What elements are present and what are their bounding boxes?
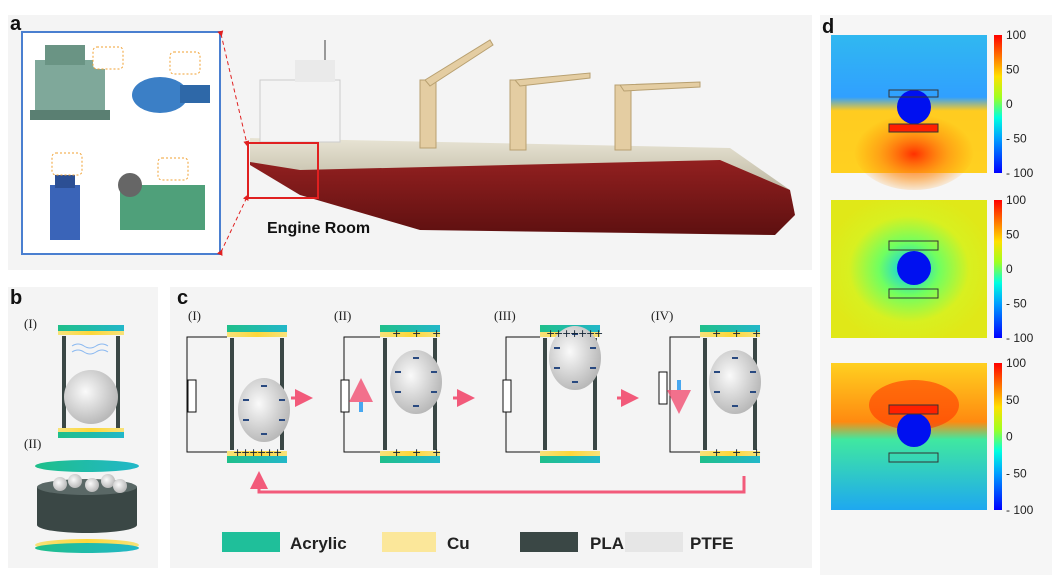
colorbar-tick: 0 [1006,97,1013,111]
svg-text:+: + [392,327,401,340]
svg-text:+: + [273,446,282,459]
svg-text:+: + [257,446,266,459]
panel-d: d 100 50 0 - 50 - 100 100 50 0 - 50 - 100 100 50 0 - … [820,15,1052,575]
legend: Acrylic Cu PLA PTFE [222,532,733,553]
svg-text:+: + [562,327,571,340]
ptfe-ball [709,350,761,414]
svg-text:+: + [241,446,250,459]
colorbar-3: 100 50 0 - 50 - 100 [994,356,1034,517]
legend-swatch-acrylic [222,532,280,552]
colorbar-tick: 100 [1006,356,1026,370]
svg-text:+: + [249,446,258,459]
svg-text:+: + [432,327,441,340]
stage-label: (IV) [651,308,673,323]
resistor-icon [340,379,350,413]
engine-room-highlight [247,142,319,199]
engine-diesel-icon [30,45,110,120]
svg-text:+: + [732,327,741,340]
svg-text:+: + [432,446,441,459]
stage-label: (II) [24,436,41,451]
colorbar-tick: - 50 [1006,132,1027,146]
svg-text:+: + [392,446,401,459]
cell-stage-4: (IV) + + + + + + [617,308,761,463]
colorbar-tick: - 100 [1006,166,1034,180]
colorbar-tick: - 50 [1006,466,1027,480]
cell-stage-1: (I)++++++ [186,308,290,463]
svg-text:+: + [570,327,579,340]
resistor-icon [187,379,197,413]
svg-text:+: + [586,327,595,340]
ptfe-ball [238,378,290,442]
svg-text:+: + [412,327,421,340]
colorbar-tick: 0 [1006,262,1013,276]
panel-a-label: a [10,13,22,35]
potential-map-2 [831,200,987,338]
legend-swatch-cu [382,532,436,552]
stage-label: (I) [24,316,37,331]
legend-swatch-pla [520,532,578,552]
panel-c-label: c [177,287,188,309]
stage-label: (II) [334,308,351,323]
svg-text:+: + [578,327,587,340]
svg-text:+: + [712,446,721,459]
colorbar-tick: 100 [1006,28,1026,42]
pump-icon [50,170,80,240]
svg-text:+: + [265,446,274,459]
colorbar-tick: 50 [1006,63,1020,77]
svg-text:+: + [752,327,761,340]
legend-swatch-ptfe [625,532,683,552]
stage-label: (I) [188,308,201,323]
colorbar-2: 100 50 0 - 50 - 100 [994,193,1034,345]
colorbar-tick: 50 [1006,393,1020,407]
sensor-badges [51,46,201,181]
legend-label: Acrylic [290,534,347,553]
ship-illustration [217,30,795,256]
colorbar-tick: - 100 [1006,503,1034,517]
colorbar-tick: 0 [1006,430,1013,444]
resistor-icon [502,379,512,413]
colorbar-tick: - 100 [1006,331,1034,345]
legend-label: PLA [590,534,624,553]
svg-text:+: + [594,327,603,340]
engine-inset [21,31,221,255]
colorbar-tick: 50 [1006,228,1020,242]
panel-b: b (I) (II) [8,287,158,568]
cell-stage-2: (II) + + + + + + [291,308,442,463]
svg-text:+: + [412,446,421,459]
potential-map-1 [831,35,987,190]
ptfe-ball [549,326,601,390]
colorbar-1: 100 50 0 - 50 - 100 [994,28,1034,180]
svg-text:+: + [546,327,555,340]
engine-room-caption: Engine Room [267,220,370,237]
panel-c: c (I)++++++(II)++++++(III)+++++++(IV)+++… [170,287,812,568]
svg-text:+: + [712,327,721,340]
resistor-icon [658,371,668,405]
cycle-return-arrow [250,471,746,494]
svg-text:+: + [233,446,242,459]
legend-label: PTFE [690,534,733,553]
colorbar-tick: 100 [1006,193,1026,207]
potential-map-3 [831,363,987,510]
cell-stage-3: (III)+++++++ [453,308,603,463]
panel-a: a Engine Roo [8,13,812,270]
stage-label: (III) [494,308,516,323]
svg-text:+: + [752,446,761,459]
generator-icon [118,173,205,230]
svg-text:+: + [554,327,563,340]
svg-text:+: + [732,446,741,459]
panel-b-label: b [10,287,22,309]
motor-icon [132,77,210,113]
panel-d-label: d [822,16,834,38]
ptfe-ball [390,350,442,414]
legend-label: Cu [447,534,470,553]
colorbar-tick: - 50 [1006,297,1027,311]
